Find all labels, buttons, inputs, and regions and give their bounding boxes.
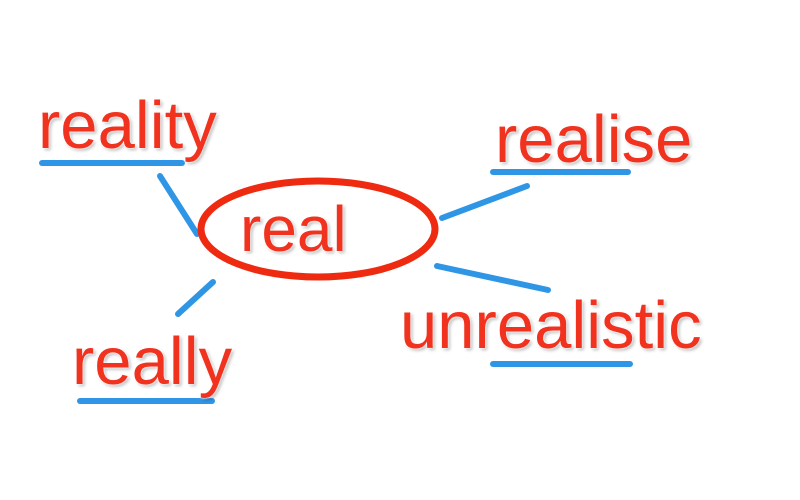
word-reality: reality (38, 88, 217, 163)
connector-line-really (175, 279, 216, 317)
connector-line-unrealistic (434, 263, 551, 293)
word-really: really (72, 324, 233, 399)
word-realise: realise (495, 102, 693, 177)
word-unrealistic: unrealistic (400, 288, 702, 363)
connector-line-realise (439, 183, 530, 221)
center-ring (197, 177, 439, 281)
connector-line-reality (157, 173, 200, 237)
center-word: real (240, 193, 347, 265)
